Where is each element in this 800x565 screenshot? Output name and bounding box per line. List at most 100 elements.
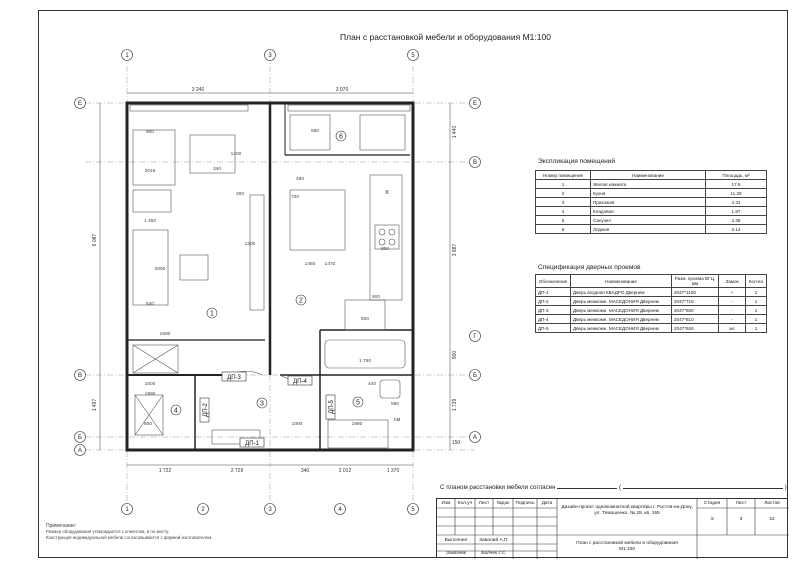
dim-top-2: 3 070 [336, 87, 349, 93]
stamp-customer: Волчек Г.С. [481, 551, 507, 556]
agreement-paren-open: ( [619, 484, 622, 491]
title-block: Изм Кол.уч Лист №док Подпись Дата Дизайн… [436, 498, 789, 559]
table [189, 134, 236, 174]
dim-bottom-1: 1 722 [159, 468, 172, 474]
column-header: Наименование [570, 274, 672, 288]
room-number-2: 2 [299, 298, 303, 305]
toilet [379, 379, 401, 399]
door-tag-dp2: ДП-2 [203, 402, 209, 416]
axis-label-top-1: 1 [125, 53, 129, 59]
axis-label-bottom-3: 3 [268, 507, 272, 513]
axis-label-right-V: В [473, 160, 477, 166]
furn-dim: 1470 [325, 261, 336, 267]
explication-table: Номер помещения Наименование Площадь, м²… [535, 170, 767, 234]
column-header: Наименование [590, 170, 706, 180]
stamp-stage: Э [710, 517, 714, 522]
stamp-sheet: 3 [739, 517, 743, 522]
dim-right-2: 3 887 [452, 244, 458, 257]
furn-dim: 2016 [145, 168, 156, 174]
furn-dim: 800 [381, 246, 389, 252]
axis-label-left-E: Е [78, 101, 82, 107]
dim-bottom-2: 2 729 [231, 468, 244, 474]
room-number-3: 3 [260, 401, 264, 408]
hall-wardrobe [132, 344, 179, 374]
furn-dim: 1600 [145, 381, 156, 387]
furn-dim: 590 [391, 401, 399, 407]
furn-dim: 580 [311, 128, 319, 134]
furn-dim: 600 [361, 316, 369, 322]
furn-dim: 480 [296, 176, 304, 182]
furn-dim: 1200 [245, 241, 256, 247]
dim-left-1: 6 087 [92, 234, 98, 247]
axis-label-right-G: Г [473, 334, 477, 340]
axis-label-right-E: Е [473, 101, 477, 107]
window-balcony [129, 104, 249, 112]
stamp-sheets-header: Листов [764, 501, 780, 506]
axis-label-right-B: Б [473, 373, 477, 379]
furn-dim: 1450 [305, 261, 316, 267]
axis-label-top-3: 3 [268, 53, 272, 59]
axis-label-bottom-2: 2 [201, 507, 205, 513]
agreement-line: С планом расстановки мебели согласен ( ) [440, 484, 787, 491]
furn-dim: 800 [144, 421, 152, 427]
door-tag-dp4: ДП-4 [293, 379, 307, 385]
stamp-col-header: Лист [478, 501, 490, 506]
pouf [179, 254, 209, 281]
dim-bottom-3: 340 [301, 468, 310, 474]
furn-dim: 340 [213, 166, 221, 172]
column-header: Разм. проема ВГЦ, мм [671, 274, 719, 288]
room-number-1: 1 [210, 311, 214, 318]
doors-spec-caption: Спецификация дверных проемов [538, 264, 641, 271]
notes-line: Размер оборудования утверждается с клиен… [46, 529, 170, 535]
stamp-col-header: Подпись [515, 501, 535, 506]
column-header: Площадь, м² [705, 170, 767, 180]
notes: Примечание: Размер оборудования утвержда… [46, 523, 213, 540]
explication-caption: Экспликация помещений [538, 158, 616, 165]
furn-dim: 900 [372, 294, 380, 300]
stamp-col-header: Дата [541, 501, 553, 506]
axis-label-bottom-1: 1 [125, 507, 129, 513]
stamp-sheet-header: Лист [735, 501, 747, 506]
stamp-customer-label: Заказчик [446, 551, 466, 556]
loggia-chair [289, 114, 331, 151]
axis-label-right-A: А [473, 435, 477, 441]
stamp-sheets: 22 [769, 517, 775, 522]
window-loggia [287, 104, 411, 112]
wardrobe [249, 194, 265, 311]
stamp-performer: Завалий А.П. [479, 538, 509, 543]
furn-dim: 700 [291, 194, 299, 200]
stamp-stage-header: Стадия [703, 501, 721, 506]
axis-label-left-A: А [78, 448, 82, 454]
furn-dim: 1000 [292, 421, 303, 427]
axis-label-left-B: Б [78, 435, 82, 441]
axis-label-bottom-5: 5 [411, 507, 415, 513]
dim-bottom-4: 2 012 [339, 468, 352, 474]
notes-line: Конструкция индивидуальной мебели соглас… [46, 534, 213, 540]
plan-title: План с расстановкой мебели и оборудовани… [340, 32, 551, 42]
kitchen-counter [369, 174, 403, 301]
axis-label-top-5: 5 [411, 53, 415, 59]
furn-dim: 1 450 [144, 218, 156, 224]
stamp-col-header: Кол.уч [457, 501, 473, 506]
dim-left-2: 1 497 [92, 399, 98, 412]
stamp-sheet-title: План с расстановкой мебели и оборудовани… [576, 541, 678, 552]
furn-dim: 2000 [155, 266, 166, 272]
furn-dim: 840 [146, 301, 154, 307]
furn-dim: 1990 [145, 391, 156, 397]
furn-dim: 1980 [352, 421, 363, 427]
stamp-col-header: №док [496, 501, 510, 506]
notes-heading: Примечание: [46, 523, 77, 529]
dim-right-1: 1 440 [452, 126, 458, 139]
bathtub [324, 339, 406, 369]
dim-top-1: 3 240 [192, 87, 205, 93]
dining-table [289, 189, 346, 251]
furn-dim: 1 750 [359, 358, 371, 364]
dim-right-5: 150 [452, 440, 461, 446]
